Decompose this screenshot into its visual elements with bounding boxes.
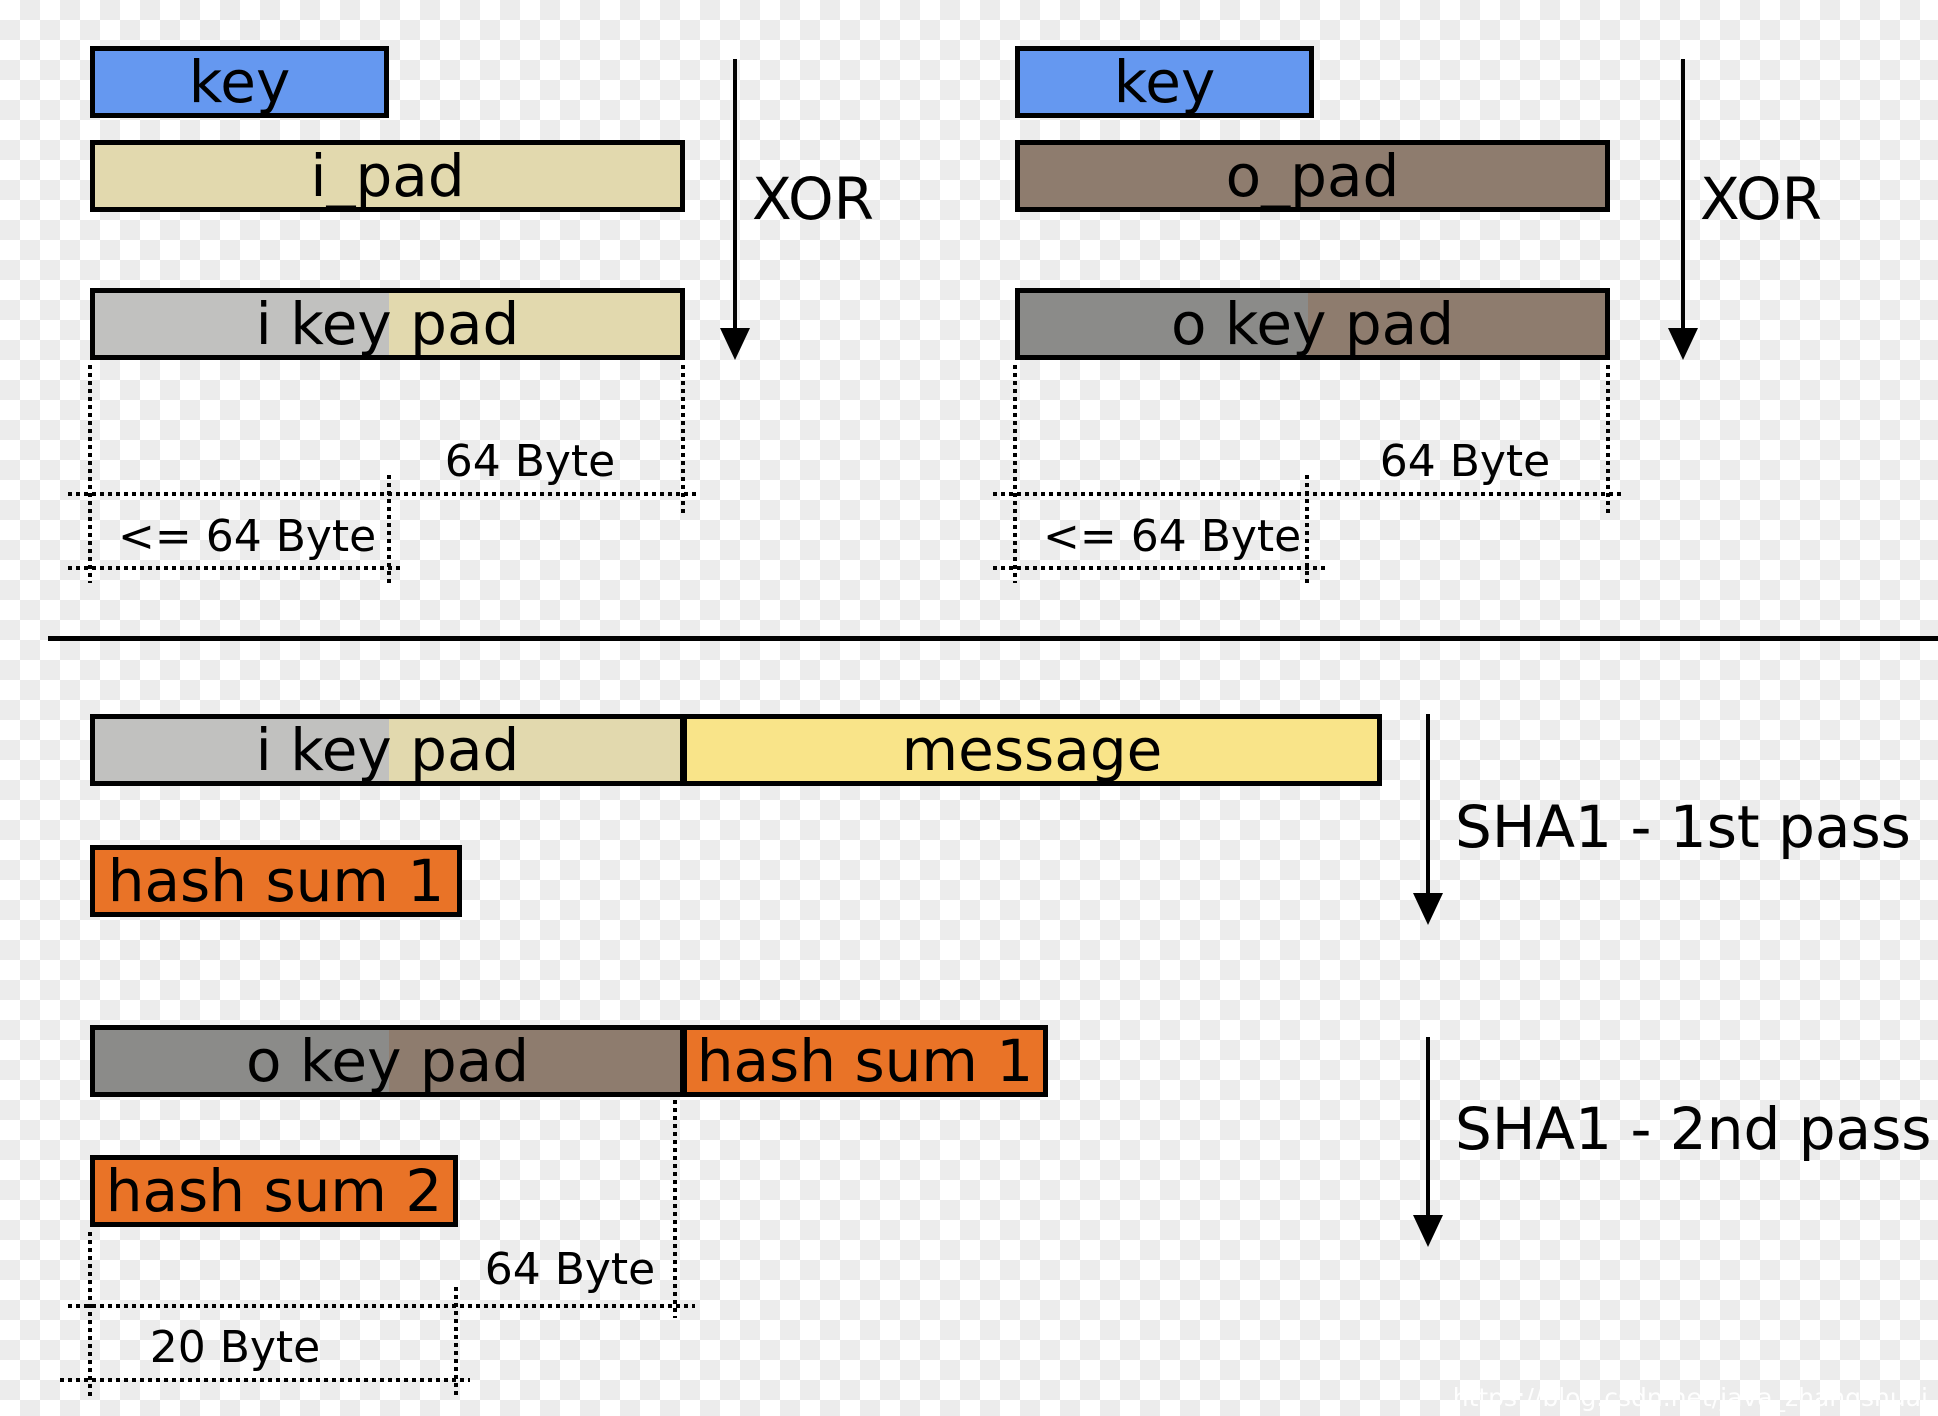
size-le64byte-label-right: <= 64 Byte <box>1043 511 1302 562</box>
dimension-line <box>68 492 700 496</box>
ikeypad-message-row: i key pad message <box>90 714 1382 786</box>
sha1-first-pass-arrow <box>1413 714 1443 925</box>
okeypad-hashsum1-row: o key pad hash sum 1 <box>90 1025 1048 1097</box>
xor-label-right: XOR <box>1700 165 1822 233</box>
dimension-line <box>673 1100 677 1318</box>
opad-label: o_pad <box>1225 142 1400 210</box>
okeypad-pad-segment <box>1308 293 1605 355</box>
dimension-line <box>68 1304 695 1308</box>
message-label: message <box>901 716 1163 784</box>
dimension-line <box>60 1378 470 1382</box>
ipad-label: i_pad <box>310 142 465 210</box>
size-64byte-label-bottom: 64 Byte <box>484 1244 656 1295</box>
okeypad-pad-segment <box>389 1030 680 1092</box>
dimension-line <box>387 475 391 583</box>
watermark-url: https://blog.csdn.net/java_zhangshuai <box>1452 1383 1928 1412</box>
size-20byte-label: 20 Byte <box>149 1322 321 1373</box>
segment-divider <box>680 719 687 781</box>
sha1-second-pass-label: SHA1 - 2nd pass <box>1455 1095 1932 1163</box>
ikeypad-pad-segment <box>389 293 680 355</box>
dimension-line <box>993 566 1325 570</box>
xor-arrow-left <box>720 59 750 360</box>
dimension-line <box>993 492 1625 496</box>
ikeypad-box: i key pad <box>90 288 685 360</box>
hash-sum-1-box: hash sum 1 <box>90 845 462 917</box>
xor-label-left: XOR <box>752 165 874 233</box>
section-divider <box>48 636 1938 641</box>
dimension-line <box>88 1232 92 1397</box>
size-64byte-label-right: 64 Byte <box>1379 436 1551 487</box>
sha1-first-pass-label: SHA1 - 1st pass <box>1455 793 1911 861</box>
size-le64byte-label-left: <= 64 Byte <box>118 511 377 562</box>
sha1-second-pass-arrow <box>1413 1037 1443 1247</box>
opad-box: o_pad <box>1015 140 1610 212</box>
key-box-left: key <box>90 46 389 118</box>
hash-sum-1-label: hash sum 1 <box>107 847 445 915</box>
ikeypad-pad-segment <box>389 719 680 781</box>
hashsum1-segment <box>687 1030 1043 1092</box>
okeypad-key-segment <box>1020 293 1308 355</box>
dimension-line <box>1606 365 1610 513</box>
ikeypad-label: i key pad <box>255 290 520 358</box>
hash-sum-1-label: hash sum 1 <box>696 1027 1034 1095</box>
dimension-line <box>681 365 685 513</box>
key-label: key <box>188 48 291 116</box>
okeypad-label: o key pad <box>245 1027 530 1095</box>
dimension-line <box>68 566 400 570</box>
segment-divider <box>680 1030 687 1092</box>
size-64byte-label-left: 64 Byte <box>444 436 616 487</box>
dimension-line <box>454 1287 458 1397</box>
ikeypad-label: i key pad <box>255 716 520 784</box>
key-box-right: key <box>1015 46 1314 118</box>
ikeypad-key-segment <box>95 293 389 355</box>
dimension-line <box>88 365 92 583</box>
ikeypad-key-segment <box>95 719 389 781</box>
okeypad-box: o key pad <box>1015 288 1610 360</box>
hash-sum-2-box: hash sum 2 <box>90 1155 458 1227</box>
message-segment <box>687 719 1377 781</box>
hash-sum-2-label: hash sum 2 <box>105 1157 443 1225</box>
ipad-box: i_pad <box>90 140 685 212</box>
dimension-line <box>1013 365 1017 583</box>
xor-arrow-right <box>1668 59 1698 360</box>
okeypad-label: o key pad <box>1170 290 1455 358</box>
dimension-line <box>1305 475 1309 583</box>
okeypad-key-segment <box>95 1030 389 1092</box>
key-label: key <box>1113 48 1216 116</box>
